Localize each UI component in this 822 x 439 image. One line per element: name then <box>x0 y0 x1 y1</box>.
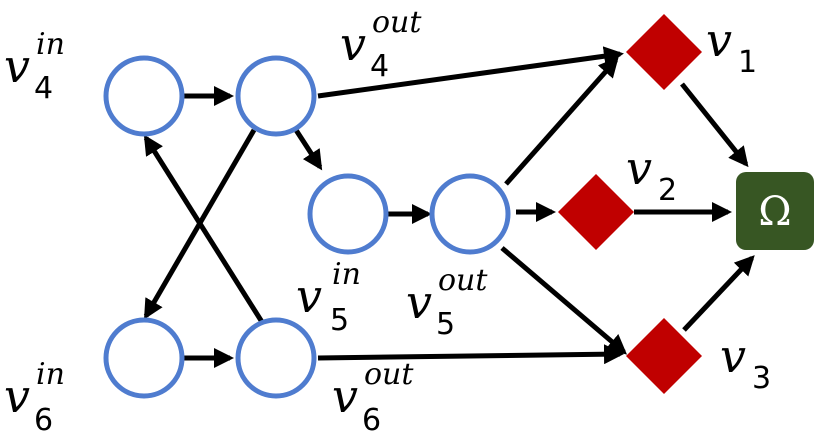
label-v2: v 2 <box>626 141 677 208</box>
edge-v6out-v4in <box>143 134 265 324</box>
edge-v1-omega <box>680 82 749 168</box>
label-v4in-sub: 4 <box>34 71 53 106</box>
label-v6-in: v in 6 <box>4 357 65 438</box>
label-v4out-sub: 4 <box>370 49 389 84</box>
label-v5in-sub: 5 <box>330 303 349 338</box>
edges <box>143 46 755 368</box>
label-v5-out: v out 5 <box>406 263 488 342</box>
label-v6-out: v out 6 <box>332 357 414 438</box>
label-v6out-sup: out <box>364 357 414 392</box>
edge-v6out-v3 <box>317 344 624 365</box>
omega-label: Ω <box>758 189 791 235</box>
edge-v4out-v1 <box>317 46 624 99</box>
label-v5in-base: v <box>296 269 322 323</box>
edge-v3-omega <box>682 255 755 332</box>
edge-v5out-v3 <box>500 246 628 355</box>
label-v6out-sub: 6 <box>362 403 381 438</box>
label-v5out-sup: out <box>438 263 488 298</box>
label-v1: v 1 <box>706 13 757 80</box>
label-v4out-base: v <box>340 17 366 71</box>
label-v5out-base: v <box>406 275 432 329</box>
node-v4-in <box>103 55 185 137</box>
label-v4in-sup: in <box>36 27 65 62</box>
label-v4in-base: v <box>4 39 30 93</box>
node-v3-diamond <box>626 318 702 394</box>
node-v6-in <box>103 317 185 399</box>
label-v3-sub: 3 <box>752 361 771 396</box>
node-v5-in <box>307 173 389 255</box>
node-v4-out <box>235 55 317 137</box>
label-v4-out: v out 4 <box>340 5 422 84</box>
label-v5-in: v in 5 <box>296 257 361 338</box>
edge-v4out-v5in <box>293 128 323 171</box>
node-omega-sink <box>736 172 814 250</box>
node-v6-out <box>235 317 317 399</box>
node-v1-diamond <box>626 14 702 90</box>
label-v6out-base: v <box>332 369 358 423</box>
node-v5-out <box>429 173 511 255</box>
label-v6in-sup: in <box>36 357 65 392</box>
label-v3: v 3 <box>720 329 771 396</box>
label-v2-base: v <box>626 141 652 195</box>
node-v2-diamond <box>558 174 634 250</box>
label-v5in-sup: in <box>332 257 361 292</box>
label-v1-base: v <box>706 13 732 67</box>
edge-v5out-v1 <box>504 57 619 186</box>
label-v1-sub: 1 <box>738 45 757 80</box>
label-v5out-sub: 5 <box>436 307 455 342</box>
label-v2-sub: 2 <box>658 173 677 208</box>
label-v6in-sub: 6 <box>34 403 53 438</box>
label-v4-in: v in 4 <box>4 27 65 106</box>
label-v6in-base: v <box>4 369 30 423</box>
label-v4out-sup: out <box>372 5 422 40</box>
label-v3-base: v <box>720 329 746 383</box>
